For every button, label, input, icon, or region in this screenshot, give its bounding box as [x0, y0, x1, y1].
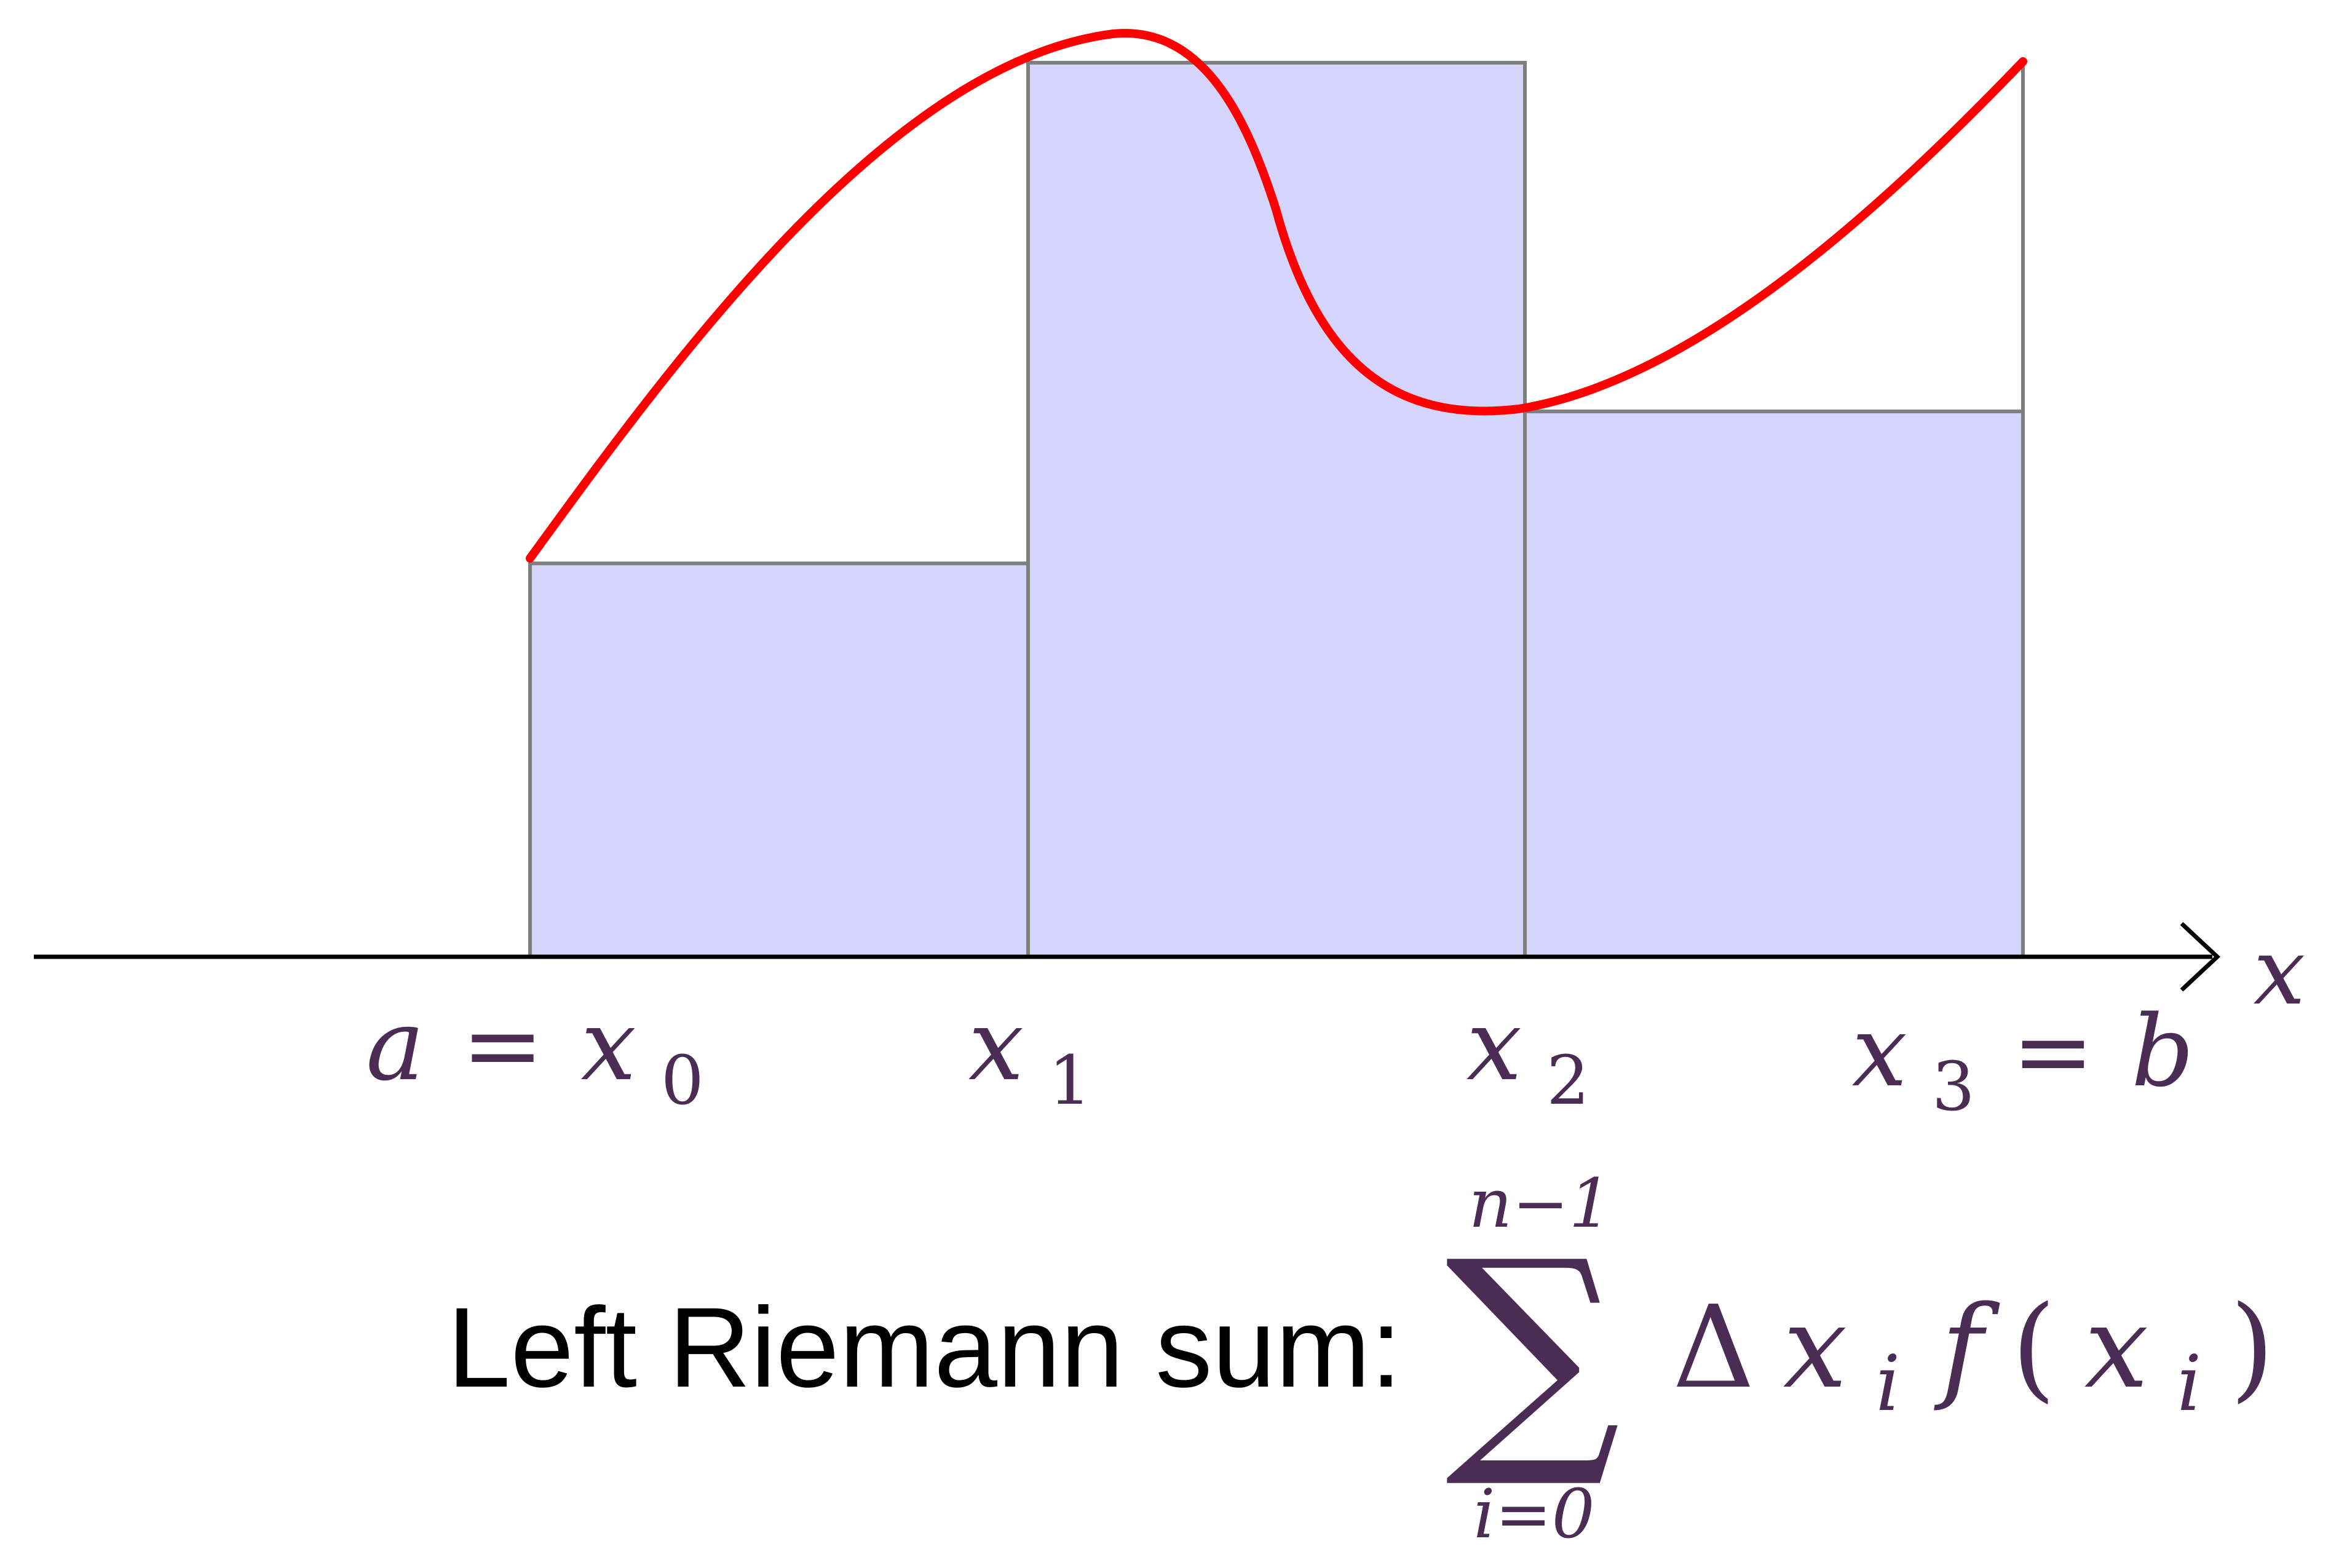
rectangle-interval-1	[1026, 61, 1527, 959]
summand-f: f	[1934, 1281, 2000, 1414]
riemann-rectangles	[528, 61, 2025, 959]
summand-x: x	[1783, 1281, 1847, 1414]
tick-label-x1-var: x	[968, 988, 1024, 1103]
tick-label-x1-sub: 1	[1048, 1041, 1091, 1120]
summand-delta: Δ	[1672, 1281, 1755, 1414]
summand-expression: Δ x i f ( x i )	[1672, 1281, 2274, 1435]
summand-close-paren: )	[2230, 1281, 2274, 1414]
tick-label-x3: x 3 = b	[1852, 994, 2195, 1131]
tick-label-x1: x 1	[968, 988, 1091, 1120]
summand-arg-sub: i	[2177, 1339, 2201, 1428]
tick-label-x2: x 2	[1466, 988, 1589, 1120]
tick-label-x3-rhs: b	[2131, 994, 2194, 1109]
tick-label-x3-sub: 3	[1932, 1047, 1975, 1126]
summand-arg-x: x	[2084, 1281, 2148, 1414]
tick-label-x0: a = x 0	[366, 988, 704, 1120]
tick-label-x0-equals: =	[462, 988, 544, 1103]
x-axis	[34, 922, 2221, 992]
tick-label-x2-sub: 2	[1546, 1041, 1589, 1120]
x-axis-arrow-icon	[2180, 922, 2221, 992]
tick-label-x3-equals: =	[2012, 994, 2094, 1109]
partition-labels: a = x 0 x 1 x 2 x 3 = b	[366, 988, 2195, 1131]
tick-label-x0-var: x	[581, 988, 636, 1103]
sum-upper-limit: n−1	[1469, 1164, 1612, 1243]
tick-label-x2-var: x	[1466, 988, 1522, 1103]
summand-open-paren: (	[2011, 1281, 2056, 1414]
function-curve	[526, 29, 2027, 563]
formula-label: Left Riemann sum:	[447, 1285, 1402, 1411]
rectangle-interval-2	[1523, 410, 2025, 959]
tick-label-x3-var: x	[1852, 994, 1907, 1109]
tick-label-x0-sub: 0	[661, 1041, 704, 1120]
summand-x-sub: i	[1875, 1339, 1900, 1428]
summation-sigma: ∑	[1445, 1208, 1621, 1494]
tick-label-x0-lhs: a	[366, 988, 424, 1103]
sum-lower-limit: i=0	[1473, 1475, 1594, 1553]
x-axis-label: x	[2254, 919, 2306, 1026]
rectangle-interval-0	[528, 561, 1030, 959]
riemann-sum-formula: Left Riemann sum: n−1 ∑ i=0 Δ x i f ( x …	[447, 1164, 2274, 1553]
